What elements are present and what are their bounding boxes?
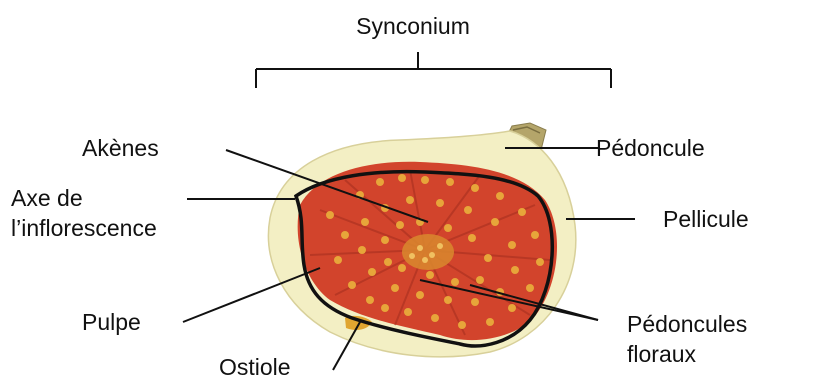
label-pedoncule: Pédoncule — [596, 135, 705, 161]
synconium-title: Synconium — [356, 13, 470, 39]
synconium-bracket — [256, 52, 611, 88]
label-akenes: Akènes — [82, 135, 159, 161]
label-pedoncules-line1: Pédoncules — [627, 311, 747, 337]
label-pulpe: Pulpe — [82, 309, 141, 335]
label-pellicule: Pellicule — [663, 206, 749, 232]
label-axe-line1: Axe de — [11, 185, 83, 211]
label-axe-line2: l’inflorescence — [11, 215, 157, 241]
inflorescence-axis-center — [402, 234, 454, 270]
label-pedoncules-line2: floraux — [627, 341, 697, 367]
fig-illustration — [268, 123, 575, 357]
label-ostiole: Ostiole — [219, 354, 291, 380]
